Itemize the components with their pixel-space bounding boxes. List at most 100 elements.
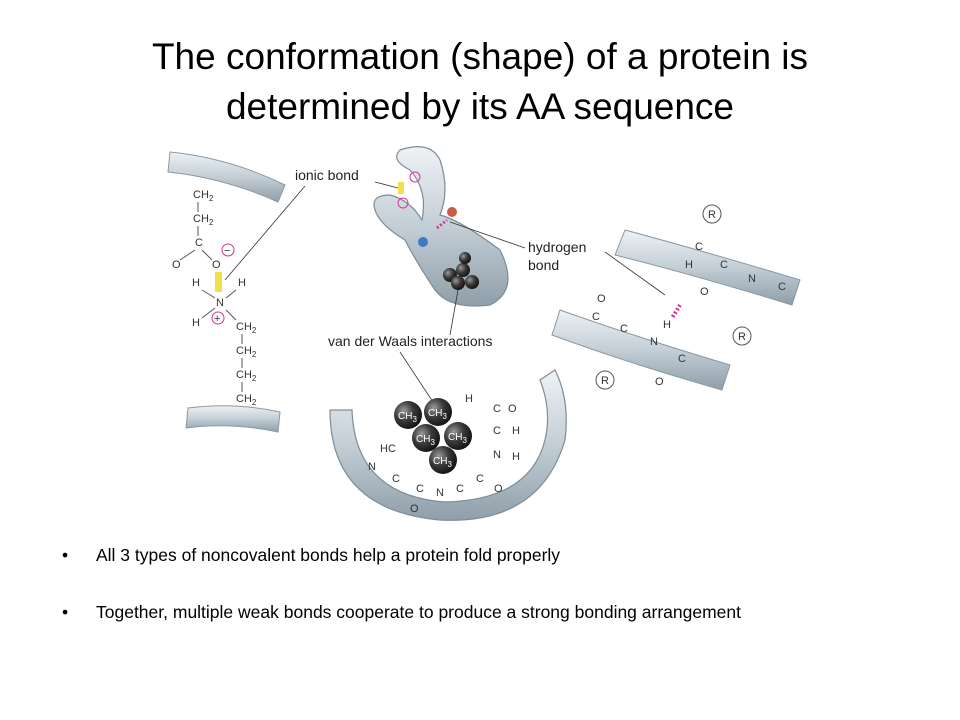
svg-text:CH2: CH2: [193, 189, 214, 203]
vdw-ball: [456, 263, 470, 277]
atom-c: C: [456, 483, 464, 495]
atom-h: H: [238, 277, 246, 289]
atom-c: C: [620, 323, 628, 335]
bullet-item: All 3 types of noncovalent bonds help a …: [62, 544, 902, 567]
atom-o: O: [655, 376, 664, 388]
atom-ch2: CH: [193, 213, 209, 225]
atom-ch2: CH: [193, 189, 209, 201]
atom-ch2: CH: [236, 393, 252, 405]
vdw-panel: CH3 CH3 CH3 CH3 CH3 HC H C O C H N H N C…: [329, 369, 567, 521]
r-group-icon: [595, 370, 615, 390]
svg-text:CH3: CH3: [433, 456, 452, 469]
atom-o: O: [508, 403, 517, 415]
atom-r: R: [601, 375, 609, 387]
ch3-label: CH: [448, 432, 462, 443]
lower-right-chain: [551, 309, 731, 391]
atom-o: O: [172, 259, 181, 271]
ch3-sub: 3: [462, 436, 467, 445]
ch3-ball: [412, 424, 440, 452]
bullet-item: Together, multiple weak bonds cooperate …: [62, 601, 902, 624]
vdw-ball: [451, 276, 465, 290]
vdw-ball: [465, 275, 479, 289]
atom-sub-2: 2: [209, 194, 214, 203]
r-group-icon: [702, 204, 722, 224]
lower-chain-segment: [185, 405, 281, 433]
label-hydrogen-line1: hydrogen: [528, 239, 586, 255]
charge-plus-small-icon: [397, 197, 409, 209]
ch3-ball: [394, 401, 422, 429]
ionic-bond-mark-small: [398, 182, 404, 194]
atom-sub-2: 2: [252, 374, 257, 383]
atom-n: N: [368, 461, 376, 473]
bullet-list: All 3 types of noncovalent bonds help a …: [62, 544, 902, 658]
slide-title-line-2: determined by its AA sequence: [225, 86, 735, 127]
protein-bonds-svg: CH2 CH2 C O O − H H N H + CH2 CH2 CH2 CH…: [167, 146, 801, 521]
label-hydrogen-line2: bond: [528, 257, 559, 273]
atom-n: N: [748, 273, 756, 285]
label-van-der-waals: van der Waals interactions: [328, 333, 492, 349]
u-shaped-chain: [329, 369, 567, 521]
protein-bonds-diagram: CH2 CH2 C O O − H H N H + CH2 CH2 CH2 CH…: [160, 140, 810, 525]
atom-sub-2: 2: [209, 218, 214, 227]
atom-sub-2: 2: [252, 350, 257, 359]
atom-ch2: CH: [236, 369, 252, 381]
vdw-ball: [459, 252, 471, 264]
svg-text:CH2: CH2: [236, 369, 257, 383]
svg-text:CH3: CH3: [428, 408, 447, 421]
upper-right-chain: [614, 229, 801, 306]
atom-c: C: [392, 473, 400, 485]
atom-c: C: [416, 483, 424, 495]
ch3-label: CH: [398, 411, 412, 422]
svg-text:CH2: CH2: [236, 345, 257, 359]
atom-n: N: [650, 336, 658, 348]
polar-group-red: [447, 207, 457, 217]
svg-text:CH3: CH3: [398, 411, 417, 424]
ch3-sub: 3: [442, 412, 447, 421]
r-group-icon: [732, 326, 752, 346]
atom-ch2: CH: [236, 321, 252, 333]
atom-c: C: [695, 241, 703, 253]
atom-r: R: [708, 209, 716, 221]
charge-plus: +: [214, 313, 220, 325]
svg-text:CH2: CH2: [236, 393, 257, 407]
atom-h: H: [512, 425, 520, 437]
hydrogen-bond-mark: [670, 303, 682, 320]
folded-protein: [373, 146, 509, 307]
atom-c: C: [493, 403, 501, 415]
atom-h: H: [685, 259, 693, 271]
atom-c: C: [720, 259, 728, 271]
ionic-bond-mark: [215, 272, 222, 292]
ch3-ball: [424, 398, 452, 426]
ch3-label: CH: [428, 408, 442, 419]
atom-hc: HC: [380, 443, 396, 455]
atom-o: O: [410, 503, 419, 515]
charge-minus: −: [224, 245, 230, 257]
atom-sub-2: 2: [252, 326, 257, 335]
atom-h: H: [192, 317, 200, 329]
svg-text:CH2: CH2: [236, 321, 257, 335]
ch3-ball: [429, 446, 457, 474]
atom-n: N: [493, 449, 501, 461]
atom-c: C: [592, 311, 600, 323]
ch3-sub: 3: [447, 460, 452, 469]
upper-chain-segment: [167, 151, 286, 203]
atom-n: N: [216, 297, 224, 309]
negative-charge-icon: [221, 243, 235, 257]
ch3-sub: 3: [412, 415, 417, 424]
polar-group-blue: [418, 237, 428, 247]
svg-text:CH2: CH2: [193, 213, 214, 227]
atom-h: H: [192, 277, 200, 289]
atom-c: C: [195, 237, 203, 249]
atom-sub-2: 2: [252, 398, 257, 407]
atom-c: C: [493, 425, 501, 437]
svg-text:CH3: CH3: [448, 432, 467, 445]
ch3-ball: [444, 422, 472, 450]
atom-c: C: [678, 353, 686, 365]
atom-o: O: [494, 483, 503, 495]
atom-c: C: [476, 473, 484, 485]
ch3-label: CH: [416, 434, 430, 445]
slide-title: The conformation (shape) of a protein is…: [0, 32, 960, 132]
atom-h: H: [663, 319, 671, 331]
atom-h: H: [512, 451, 520, 463]
atom-o: O: [700, 286, 709, 298]
